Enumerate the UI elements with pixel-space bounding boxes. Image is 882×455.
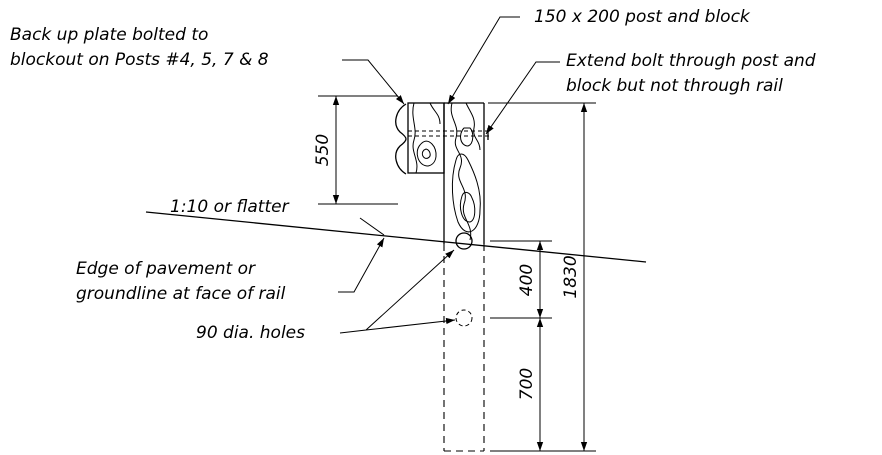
dim-1830: 1830: [561, 255, 581, 298]
leader-post-block: [447, 16, 520, 105]
label-pavement-2: groundline at face of rail: [76, 284, 286, 304]
label-backup-plate-2: blockout on Posts #4, 5, 7 & 8: [10, 50, 269, 70]
leader-extend-bolt: [485, 61, 560, 135]
leader-backup-plate: [342, 59, 405, 105]
leader-slope: [359, 217, 385, 236]
leader-pavement: [338, 237, 385, 293]
label-backup-plate-1: Back up plate bolted to: [10, 25, 208, 45]
hole-upper: [455, 232, 473, 250]
w-beam-rail: [395, 103, 407, 175]
dim-400: 400: [517, 264, 537, 296]
label-extend-bolt-2: block but not through rail: [566, 76, 783, 96]
dim-550: 550: [313, 134, 333, 166]
label-pavement-1: Edge of pavement or: [76, 259, 256, 279]
label-slope: 1:10 or flatter: [170, 197, 290, 217]
post: [443, 102, 485, 452]
leader-holes-a: [339, 249, 455, 334]
bolt: [408, 128, 490, 140]
dim-700: 700: [517, 368, 537, 400]
hole-lower: [455, 309, 473, 327]
leader-holes-b: [365, 317, 456, 331]
label-holes: 90 dia. holes: [196, 323, 305, 343]
label-post-block: 150 x 200 post and block: [534, 7, 751, 27]
blockout: [407, 102, 445, 174]
label-extend-bolt-1: Extend bolt through post and: [566, 51, 816, 71]
groundline: [145, 211, 647, 263]
